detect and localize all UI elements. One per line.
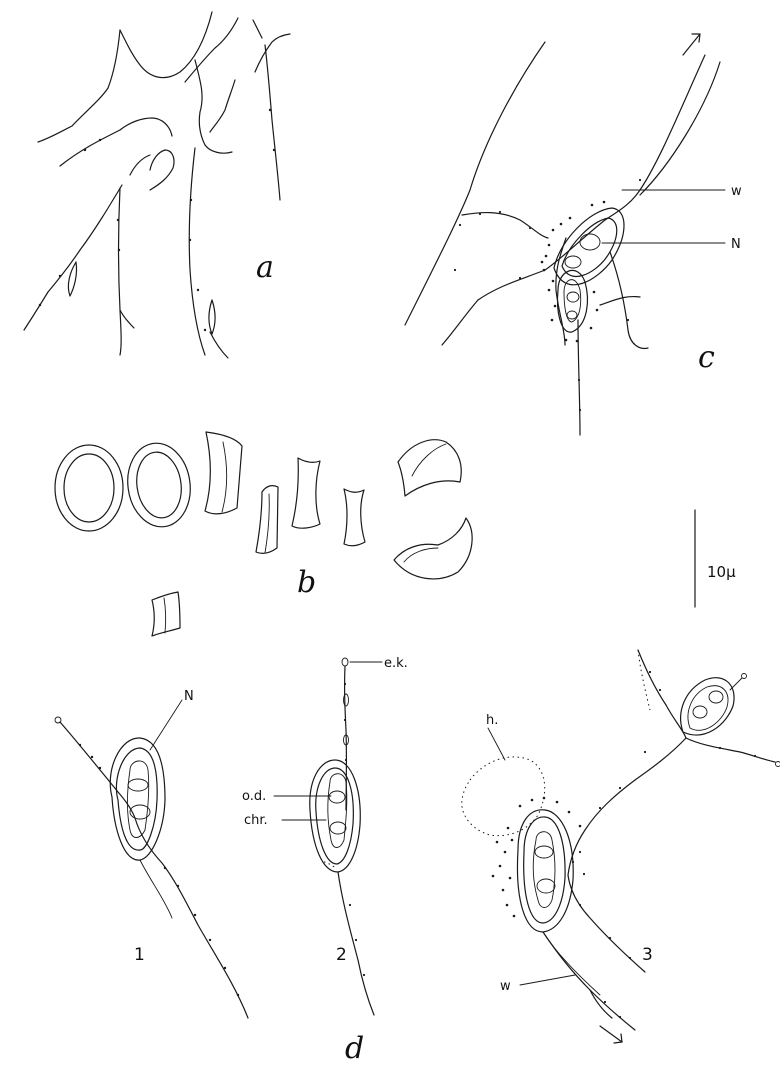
panel-d3-label-w: w — [500, 979, 511, 994]
panel-b-drawing — [55, 432, 472, 636]
panel-d2-drawing — [274, 658, 382, 1015]
panel-a-letter: a — [256, 250, 274, 285]
panel-d2-label-chr: chr. — [244, 813, 268, 828]
panel-d1-number: 1 — [134, 945, 145, 965]
panel-c-drawing — [405, 34, 725, 435]
panel-c-label-n: N — [731, 237, 741, 252]
panel-b-letter: b — [297, 565, 316, 600]
panel-d3-label-h: h. — [486, 713, 498, 728]
panel-d2-number: 2 — [336, 945, 347, 965]
panel-d-letter: d — [345, 1031, 364, 1066]
panel-d2-label-od: o.d. — [242, 789, 266, 804]
panel-d3-number: 3 — [642, 945, 653, 965]
panel-a-drawing — [24, 12, 290, 358]
panel-d1-drawing — [55, 700, 248, 1018]
panel-c-letter: c — [698, 340, 715, 375]
panel-d2-label-ek: e.k. — [384, 656, 408, 671]
scale-bar-label: 10μ — [707, 563, 736, 581]
panel-c-label-w: w — [731, 184, 742, 199]
panel-d1-label-n: N — [184, 689, 194, 704]
